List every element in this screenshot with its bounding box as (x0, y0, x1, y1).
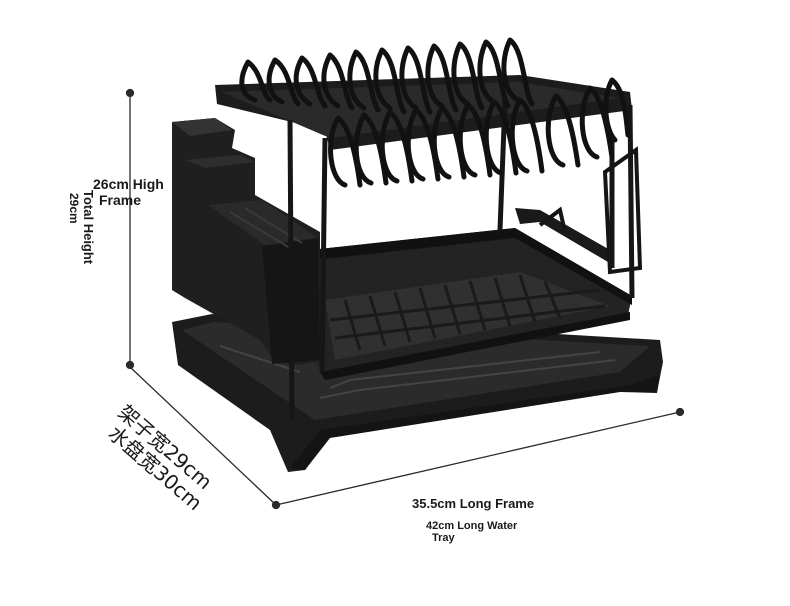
plate-rack-wires (239, 37, 631, 188)
height-bottom-dot (125, 360, 135, 370)
frame-height-label-line2: Frame (99, 192, 142, 208)
height-top-dot (125, 88, 135, 98)
frame-length-label: 35.5cm Long Frame (412, 496, 535, 511)
lower-dish-basket (310, 208, 632, 380)
total-height-label: Total Height (81, 190, 96, 265)
tray-length-label: 42cm Long Water (426, 520, 518, 532)
side-cup-holder (538, 146, 643, 275)
width-dimension-line (129, 366, 277, 506)
dimension-lines (125, 88, 685, 510)
frame-height-label: 26cm High (93, 176, 164, 192)
length-dimension-line (275, 411, 681, 506)
tray-length-label-line2: Tray (432, 532, 455, 544)
length-end-dot (675, 407, 685, 417)
total-height-value-label: 29cm (67, 193, 81, 224)
